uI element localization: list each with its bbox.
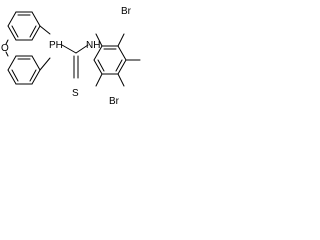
atom-phosphorus-label: PH (49, 40, 63, 51)
atom-oxygen-label: O (1, 43, 9, 54)
ring-bridges (5, 25, 51, 71)
right-benzene-ring (93, 45, 127, 75)
atom-nitrogen-label: NH (86, 40, 100, 51)
atom-sulfur-label: S (72, 88, 79, 99)
linker-bonds (61, 44, 89, 79)
atom-bromine-top-label: Br (121, 6, 132, 17)
chemical-structure: O PH NH S Br Br (1, 6, 141, 107)
substituent-bonds (95, 33, 141, 87)
top-benzene-ring (7, 11, 41, 41)
bottom-benzene-ring (7, 55, 41, 85)
atom-bromine-bottom-label: Br (109, 96, 120, 107)
